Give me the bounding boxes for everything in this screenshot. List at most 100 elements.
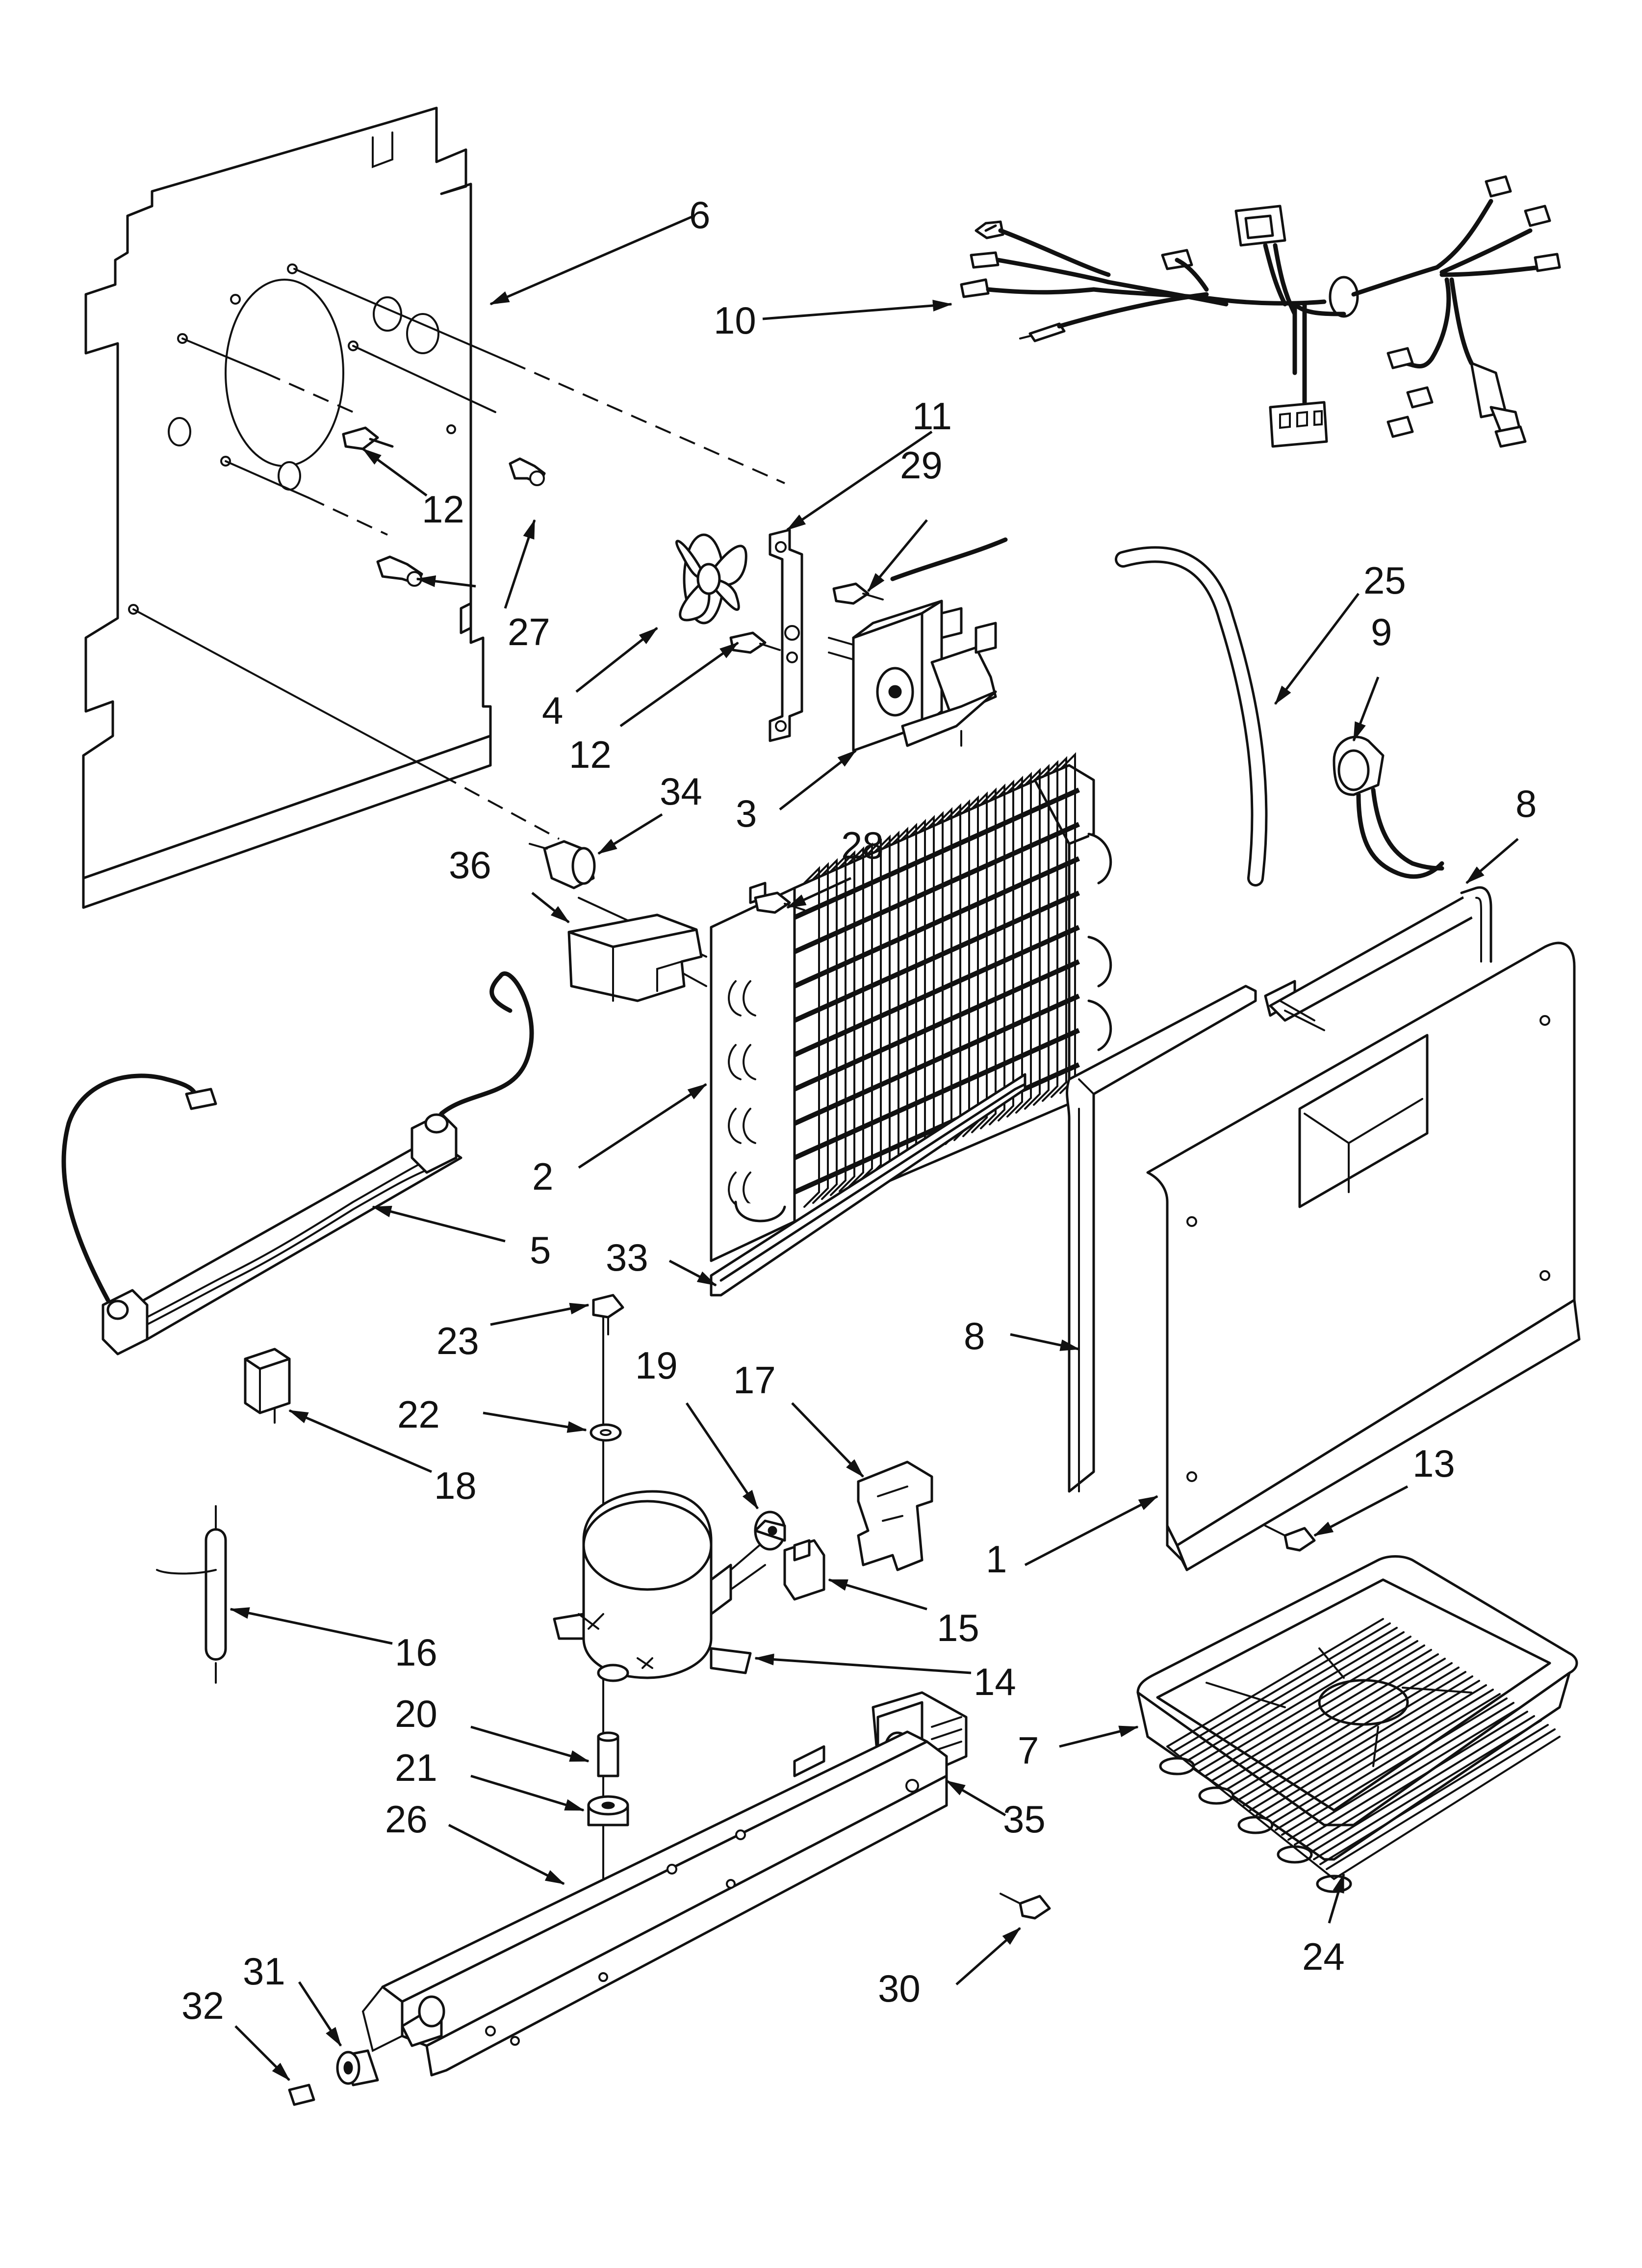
condenser-wire: [1275, 1693, 1501, 1831]
coil-fin: [830, 854, 847, 1196]
terminator-cover-part-36: [567, 913, 703, 1002]
condenser-wire: [1294, 1706, 1521, 1846]
filter-drier-part-16: [156, 1505, 227, 1684]
condenser-wire: [1198, 1640, 1418, 1772]
callout-8-side: 8: [964, 1314, 985, 1357]
coil-fin: [1015, 772, 1032, 1114]
condenser-wire: [1313, 1720, 1542, 1860]
callout-25: 25: [1363, 559, 1406, 602]
coil-tube: [793, 1062, 1080, 1195]
callout-1: 1: [986, 1538, 1007, 1581]
callout-29: 29: [900, 443, 943, 487]
coil-tube: [793, 787, 1080, 920]
callout-26: 26: [385, 1798, 428, 1841]
condenser-wire: [1205, 1644, 1425, 1777]
screw-part-12: [342, 426, 394, 450]
callout-24: 24: [1302, 1935, 1345, 1978]
coil-tube: [793, 959, 1080, 1092]
condenser-wire: [1326, 1728, 1556, 1870]
callout-labels: 1 2 3 4 5 6 7 8 8 9 10 11 12 12 13 14 15…: [181, 193, 1537, 2027]
callout-11: 11: [912, 394, 952, 438]
callout-33: 33: [606, 1236, 648, 1279]
defrost-terminator-part-34: [529, 840, 596, 889]
coil-fin: [803, 866, 820, 1208]
condenser-part-24: [1159, 1618, 1561, 1893]
rear-panel-part-6: [82, 106, 492, 909]
coil-tube: [793, 925, 1080, 1057]
coil-fin: [980, 787, 997, 1129]
condenser-wire: [1230, 1662, 1453, 1797]
coil-fin: [839, 850, 855, 1192]
coil-fin: [821, 858, 838, 1200]
callout-12-lower: 12: [569, 733, 612, 776]
screw-part-30: [1000, 1893, 1051, 1920]
callout-15: 15: [937, 1606, 979, 1649]
condenser-wire: [1192, 1636, 1411, 1767]
drain-tube-part-25: [1115, 546, 1268, 886]
overload-part-19: [754, 1511, 786, 1551]
callout-30: 30: [878, 1967, 921, 2010]
coil-fin: [971, 791, 988, 1133]
screw-part-23: [592, 1294, 624, 1335]
compressor-base-part-26: [361, 1730, 948, 2077]
condenser-wire: [1211, 1649, 1432, 1782]
callout-18: 18: [434, 1464, 477, 1507]
callout-23: 23: [436, 1319, 479, 1362]
coil-fin: [998, 780, 1014, 1121]
callout-12-upper: 12: [422, 488, 464, 531]
relay-part-18: [244, 1348, 291, 1424]
washer-part-22: [590, 1423, 622, 1442]
condenser-tube-bend: [1159, 1757, 1195, 1775]
callout-3: 3: [736, 792, 757, 835]
condenser-wire: [1179, 1627, 1398, 1757]
condenser-wire: [1166, 1618, 1384, 1747]
drain-pan-part-7: [1136, 1555, 1578, 1861]
condenser-wire: [1319, 1724, 1549, 1865]
condenser-wire: [1287, 1702, 1514, 1841]
callout-32: 32: [181, 1984, 224, 2027]
leader-lines: [230, 214, 1519, 2081]
drain-channel-part-33: [710, 1073, 1026, 1297]
condenser-wire: [1268, 1689, 1494, 1826]
condenser-wire: [1185, 1631, 1405, 1762]
condenser-wire: [1217, 1653, 1439, 1787]
callout-27: 27: [508, 610, 550, 653]
coil-tube: [793, 890, 1080, 1023]
side-rail-part-8: [1066, 985, 1257, 1493]
coil-fin: [1042, 760, 1058, 1102]
callout-36: 36: [449, 843, 491, 886]
start-relay-part-15: [783, 1539, 825, 1601]
callout-19: 19: [635, 1344, 678, 1387]
thermistor-part-9: [1333, 735, 1444, 879]
coil-tube: [793, 856, 1080, 989]
screw-part-13: [1264, 1525, 1316, 1552]
fan-blade-part-4: [675, 533, 747, 625]
condenser-wire: [1236, 1667, 1460, 1801]
fan-bracket-part-11: [769, 528, 803, 742]
condenser-wire: [1256, 1680, 1480, 1816]
callout-8-top: 8: [1515, 782, 1537, 825]
callout-34: 34: [660, 770, 702, 813]
callout-7: 7: [1018, 1729, 1039, 1772]
relay-cover-part-17: [857, 1460, 933, 1571]
sleeve-part-32: [288, 2084, 315, 2106]
coil-fin: [1051, 756, 1067, 1098]
callout-16: 16: [395, 1631, 437, 1674]
compressor-part-14: [553, 1490, 766, 1682]
grommet-part-21: [587, 1795, 629, 1826]
coil-tube: [793, 822, 1080, 954]
coil-fin: [847, 846, 864, 1188]
condenser-wire: [1243, 1671, 1466, 1806]
condenser-wire: [1249, 1675, 1473, 1811]
fan-motor-part-3: [828, 600, 997, 752]
condenser-wire: [1300, 1711, 1528, 1851]
coil-fin: [812, 862, 829, 1204]
callout-17: 17: [733, 1358, 776, 1402]
callout-10: 10: [714, 299, 756, 342]
coil-tubes: [793, 787, 1080, 1195]
evaporator-coil-part-2: [710, 752, 1112, 1262]
condenser-wire: [1173, 1622, 1391, 1752]
coil-tube: [793, 1028, 1080, 1160]
condenser-wire: [1224, 1658, 1446, 1792]
coil-fin: [1006, 776, 1023, 1118]
